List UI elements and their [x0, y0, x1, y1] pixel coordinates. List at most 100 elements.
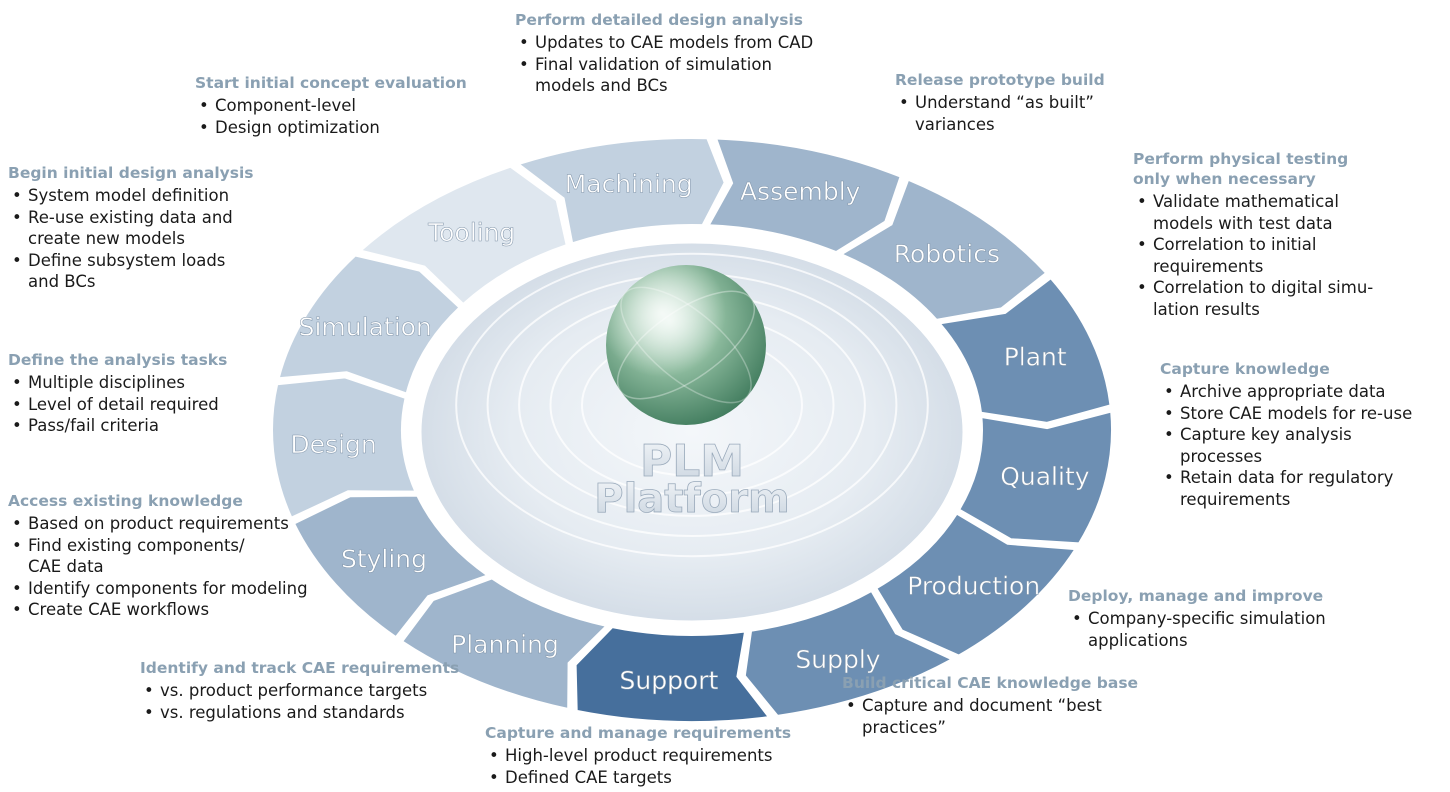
callout-bullet: Defined CAE targets: [485, 767, 791, 789]
ring-segment-supply: Supply: [743, 589, 955, 717]
callout-bullet: Validate mathematical models with test da…: [1133, 191, 1373, 234]
ring-segment-shape: [937, 276, 1112, 424]
ring-segment-shape: [358, 165, 568, 306]
callout-title: Begin initial design analysis: [8, 164, 254, 182]
callout-bullet: Correlation to digital simu-lation resul…: [1133, 277, 1373, 320]
ring-segment-label: Simulation: [299, 312, 432, 341]
ring-segment-machining: Machining: [516, 137, 726, 245]
ripple-ring: [455, 252, 929, 558]
ring-segment-robotics: Robotics: [839, 178, 1048, 321]
callout-bullet: Design optimization: [195, 117, 467, 139]
callout-bullet-text: Capture key analysis: [1180, 425, 1352, 444]
callout-bullet: Archive appropriate data: [1160, 381, 1412, 403]
callout-title: Capture and manage requirements: [485, 724, 792, 742]
callout-list: Based on product requirementsFind existi…: [8, 513, 308, 621]
ring-segment-tooling: Tooling: [358, 165, 568, 306]
ring-segment-quality: Quality: [957, 410, 1113, 545]
callout-list: Updates to CAE models from CADFinal vali…: [515, 32, 813, 97]
callout-bullet-text: and BCs: [28, 272, 96, 291]
ring-segment-label: Machining: [565, 169, 693, 198]
callout-bullet-text: models and BCs: [535, 76, 668, 95]
callout-existing-knowledge: Access existing knowledge Based on produ…: [8, 491, 308, 621]
callout-list: Archive appropriate dataStore CAE models…: [1160, 381, 1412, 510]
callout-bullet: Retain data for regulatory requirements: [1160, 467, 1412, 510]
callout-bullet: Capture key analysis processes: [1160, 424, 1412, 467]
callout-bullet-text: CAE data: [28, 557, 104, 576]
callout-list: vs. product performance targetsvs. regul…: [140, 680, 459, 723]
callout-bullet: Create CAE workflows: [8, 599, 308, 621]
ring-segment-assembly: Assembly: [707, 137, 902, 254]
callout-analysis-tasks: Define the analysis tasks Multiple disci…: [8, 350, 227, 437]
callout-bullet-text: practices”: [862, 717, 946, 737]
callout-bullet-text: Retain data for regulatory: [1180, 468, 1394, 487]
callout-bullet-text: Correlation to digital simu-: [1153, 278, 1374, 297]
callout-bullet-text: Capture and document “best: [862, 696, 1102, 715]
ring-segment-label: Quality: [1000, 462, 1090, 491]
callout-bullet-text: Correlation to initial: [1153, 235, 1317, 254]
callout-list: Capture and document “best practices”: [842, 695, 1138, 738]
callout-bullet: Identify components for modeling: [8, 578, 308, 600]
ring-segment-shape: [277, 254, 461, 395]
callout-list: Multiple disciplinesLevel of detail requ…: [8, 372, 227, 437]
callout-bullet: High-level product requirements: [485, 745, 791, 767]
ring-segment-label: Styling: [341, 545, 427, 574]
ring-segment-shape: [874, 512, 1078, 657]
callout-title: Start initial concept evaluation: [195, 74, 467, 92]
ring-segment-shape: [839, 178, 1048, 321]
callout-bullet-text: processes: [1180, 446, 1263, 466]
ring-segment-planning: Planning: [400, 577, 609, 711]
ring-segment-label: Plant: [1004, 342, 1067, 371]
callout-bullet-text: Final validation of simulation: [535, 54, 772, 74]
callout-title: Define the analysis tasks: [8, 351, 228, 369]
callout-bullet-text: Store CAE models for re-use: [1180, 403, 1413, 423]
callout-prototype-build: Release prototype build Understand “as b…: [895, 70, 1105, 135]
callout-bullet: vs. product performance targets: [140, 680, 459, 702]
callout-bullet: Final validation of simulation models and…: [515, 54, 813, 97]
callout-bullet-text: variances: [915, 114, 995, 134]
callout-bullet: Understand “as built” variances: [895, 92, 1105, 135]
callout-bullet-text: Validate mathematical: [1153, 192, 1340, 211]
ring-segment-design: Design: [271, 376, 417, 520]
callout-bullet: Component-level: [195, 95, 467, 117]
ring-segment-label: Tooling: [427, 218, 515, 247]
callout-bullet-text: Multiple disciplines: [28, 373, 185, 392]
callout-bullet-text: Create CAE workflows: [28, 600, 210, 619]
callout-bullet-text: applications: [1088, 630, 1188, 650]
callout-bullet-text: Understand “as built”: [915, 93, 1094, 112]
ring-segment-simulation: Simulation: [277, 254, 461, 395]
callout-bullet-text: Identify components for modeling: [28, 578, 308, 598]
ring-segment-label: Production: [907, 571, 1040, 600]
callout-bullet: Multiple disciplines: [8, 372, 227, 394]
callout-knowledge-base: Build critical CAE knowledge base Captur…: [842, 673, 1138, 738]
callout-initial-design: Begin initial design analysis System mod…: [8, 163, 254, 293]
ring-segment-support: Support: [574, 626, 771, 724]
callout-bullet: System model definition: [8, 185, 254, 207]
ring-segment-shape: [574, 626, 771, 724]
process-ring: Machining AssemblyRoboticsPlantQualityPro…: [271, 137, 1113, 724]
callout-bullet: Based on product requirements: [8, 513, 308, 535]
callout-bullet: Correlation to initial requirements: [1133, 234, 1373, 277]
callout-list: Validate mathematical models with test da…: [1133, 191, 1373, 320]
callout-bullet-text: Level of detail required: [28, 394, 219, 414]
callout-bullet: Level of detail required: [8, 394, 227, 416]
callout-concept-evaluation: Start initial concept evaluation Compone…: [195, 73, 467, 138]
callout-bullet-text: Defined CAE targets: [505, 767, 672, 787]
plm-sphere: [606, 265, 766, 425]
callout-list: Component-levelDesign optimization: [195, 95, 467, 138]
callout-bullet-text: requirements: [1153, 256, 1264, 276]
callout-bullet-text: models with test data: [1153, 213, 1333, 233]
ring-segment-label: Assembly: [740, 177, 861, 206]
callout-list: Understand “as built” variances: [895, 92, 1105, 135]
callout-list: High-level product requirementsDefined C…: [485, 745, 791, 788]
callout-bullet-text: Find existing components/: [28, 535, 245, 555]
ring-segment-plant: Plant: [937, 276, 1112, 424]
ring-segment-shape: [516, 137, 726, 245]
callout-bullet-text: requirements: [1180, 489, 1291, 509]
callout-bullet-text: Archive appropriate data: [1180, 382, 1386, 401]
callout-cae-requirements: Identify and track CAE requirements vs. …: [140, 658, 459, 723]
callout-title: Release prototype build: [895, 71, 1105, 89]
callout-bullet: Store CAE models for re-use: [1160, 403, 1412, 425]
